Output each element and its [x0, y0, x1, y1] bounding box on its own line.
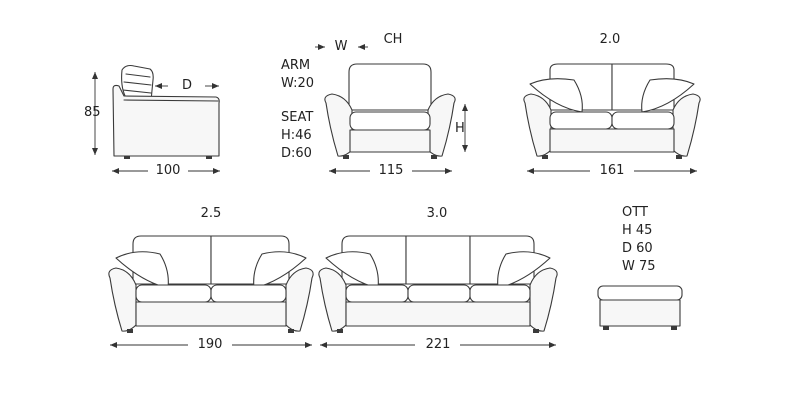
seat-title: SEAT — [281, 110, 314, 125]
chair-title: CH — [383, 32, 403, 47]
seat-depth: D:60 — [281, 146, 312, 161]
side-body — [112, 84, 220, 157]
chair-left-arm — [324, 93, 353, 157]
arm-title: ARM — [281, 58, 311, 73]
chair-back — [348, 63, 432, 111]
arm-width: W:20 — [281, 76, 315, 91]
seat-height: H:46 — [281, 128, 312, 143]
chair-right-arm — [427, 93, 456, 157]
side-depth-label: D — [181, 78, 193, 93]
side-foot-front — [124, 156, 130, 159]
armchair-drawing — [315, 44, 468, 174]
side-foot-back — [206, 156, 212, 159]
ottoman-title: OTT — [622, 205, 648, 220]
chair-base — [349, 129, 431, 153]
ottoman-drawing — [597, 285, 683, 330]
sofa-2-drawing — [523, 63, 701, 174]
sofa-2-5-drawing — [108, 235, 314, 348]
ottoman-height: H 45 — [622, 223, 653, 238]
sofa-2-title: 2.0 — [599, 32, 621, 47]
sofa-3-drawing — [318, 235, 558, 348]
side-width-label: 100 — [155, 163, 181, 178]
sofa-3-title: 3.0 — [426, 206, 448, 221]
sofa-2-5-width-label: 190 — [197, 337, 223, 352]
chair-width-label: 115 — [378, 163, 404, 178]
side-view-drawing — [92, 64, 220, 174]
chair-w-label: W — [334, 39, 348, 54]
chair-seat-cushion — [349, 111, 431, 131]
ottoman-depth: D 60 — [622, 241, 653, 256]
ottoman-width: W 75 — [622, 259, 656, 274]
sofa-2-5-title: 2.5 — [200, 206, 222, 221]
sofa-2-right-pillow — [641, 78, 695, 113]
chair-h-label: H — [455, 121, 465, 136]
side-height-label: 85 — [84, 105, 101, 120]
sofa-2-width-label: 161 — [599, 163, 625, 178]
side-cushion-lines — [122, 73, 152, 94]
sofa-2-left-pillow — [529, 78, 583, 113]
sofa-3-width-label: 221 — [425, 337, 451, 352]
